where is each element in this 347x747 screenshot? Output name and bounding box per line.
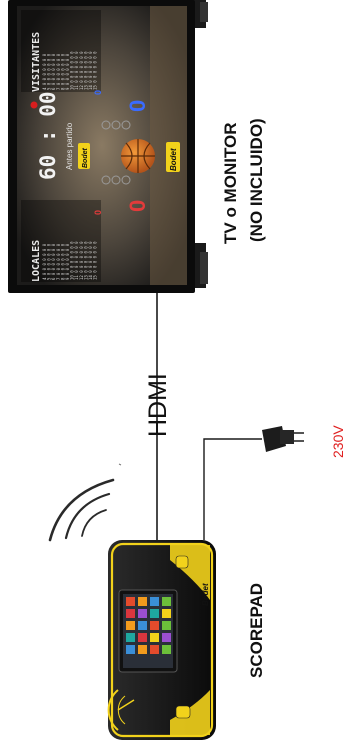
player-row: 14 0 0 0 0 0 0 0 xyxy=(88,51,93,90)
power-label: 230V xyxy=(330,425,346,458)
scoreboard-brand-badge-small xyxy=(78,143,90,169)
scorepad-gauge-icon xyxy=(107,689,135,731)
app-icon[interactable] xyxy=(138,609,147,618)
player-row: 13 0 0 0 0 0 0 0 xyxy=(83,241,88,280)
app-icon[interactable] xyxy=(162,633,171,642)
app-icon[interactable] xyxy=(162,597,171,606)
player-row: 9 0 0 0 0 0 0 0 xyxy=(65,53,70,90)
app-icon[interactable] xyxy=(126,645,135,654)
hdmi-label: HDMI xyxy=(144,373,172,437)
player-row: 13 0 0 0 0 0 0 0 xyxy=(83,51,88,90)
player-row: 7 0 0 0 0 0 0 0 xyxy=(56,53,61,90)
game-clock: 60 : 00 xyxy=(36,91,60,180)
app-icon[interactable] xyxy=(150,633,159,642)
app-icon[interactable] xyxy=(138,597,147,606)
scoreboard-brand-small: Bodet xyxy=(82,148,89,169)
scoreboard-brand-badge xyxy=(166,142,180,172)
player-row: 15 0 0 0 0 0 0 0 xyxy=(93,241,98,280)
player-row: 6 0 0 0 0 0 0 0 xyxy=(51,53,56,90)
scorepad-button-bottom[interactable] xyxy=(175,705,191,719)
app-icon[interactable] xyxy=(150,621,159,630)
player-row: 4 0 0 0 0 0 0 0 xyxy=(42,243,47,280)
monitor-label-line1: TV o MONITOR xyxy=(221,122,240,244)
home-roster-panel xyxy=(21,200,101,282)
player-row: 6 0 0 0 0 0 0 0 xyxy=(51,243,56,280)
app-icon[interactable] xyxy=(138,633,147,642)
app-icon[interactable] xyxy=(150,597,159,606)
home-team-title: LOCALES xyxy=(31,240,42,282)
player-row: 15 0 0 0 0 0 0 0 xyxy=(93,51,98,90)
player-row: 4 0 0 0 0 0 0 0 xyxy=(42,53,47,90)
home-fouls: 0 xyxy=(93,210,103,215)
app-icon[interactable] xyxy=(150,645,159,654)
away-roster-panel xyxy=(21,10,101,92)
player-row: 5 0 0 0 0 0 0 0 xyxy=(47,53,52,90)
player-row: 12 0 0 0 0 0 0 0 xyxy=(79,241,84,280)
power-cable xyxy=(203,438,262,540)
scorepad-app-grid xyxy=(126,597,171,654)
tv-monitor xyxy=(8,0,208,293)
scorepad-button-top[interactable] xyxy=(175,555,189,569)
player-row: 10 0 0 0 0 0 0 0 xyxy=(70,241,75,280)
scoreboard-brand: Bodet xyxy=(169,148,178,171)
power-adapter xyxy=(203,426,304,540)
player-row: 10 0 0 0 0 0 0 0 xyxy=(70,51,75,90)
app-icon[interactable] xyxy=(162,645,171,654)
app-icon[interactable] xyxy=(162,609,171,618)
app-icon[interactable] xyxy=(138,621,147,630)
player-row: 9 0 0 0 0 0 0 0 xyxy=(65,243,70,280)
player-row: 11 0 0 0 0 0 0 0 xyxy=(74,241,79,280)
app-icon[interactable] xyxy=(150,609,159,618)
away-score: 0 xyxy=(125,100,150,112)
wireless-icon xyxy=(48,478,115,542)
app-icon[interactable] xyxy=(126,597,135,606)
home-score: 0 xyxy=(125,200,150,212)
player-row: 12 0 0 0 0 0 0 0 xyxy=(79,51,84,90)
app-icon[interactable] xyxy=(126,621,135,630)
app-icon[interactable] xyxy=(138,645,147,654)
player-row: 7 0 0 0 0 0 0 0 xyxy=(56,243,61,280)
player-row: 14 0 0 0 0 0 0 0 xyxy=(88,241,93,280)
away-team-title: VISITANTES xyxy=(31,32,42,92)
device-label: SCOREPAD xyxy=(247,583,266,678)
basketball-icon xyxy=(121,139,155,173)
player-row: 8 0 0 0 0 0 0 0 xyxy=(60,243,65,280)
app-icon[interactable] xyxy=(126,609,135,618)
away-fouls: 0 xyxy=(93,90,103,95)
scorepad-device xyxy=(107,540,216,740)
app-icon[interactable] xyxy=(126,633,135,642)
player-row: 5 0 0 0 0 0 0 0 xyxy=(47,243,52,280)
timeout-indicators xyxy=(101,120,131,185)
scorepad-brand: Bodet xyxy=(201,583,210,606)
period-text: Antes partido xyxy=(65,122,74,170)
player-row: 8 0 0 0 0 0 0 0 xyxy=(60,53,65,90)
app-icon[interactable] xyxy=(162,621,171,630)
monitor-label-line2: (NO INCLUIDO) xyxy=(247,118,266,242)
possession-indicator xyxy=(30,101,38,109)
player-row: 11 0 0 0 0 0 0 0 xyxy=(74,51,79,90)
